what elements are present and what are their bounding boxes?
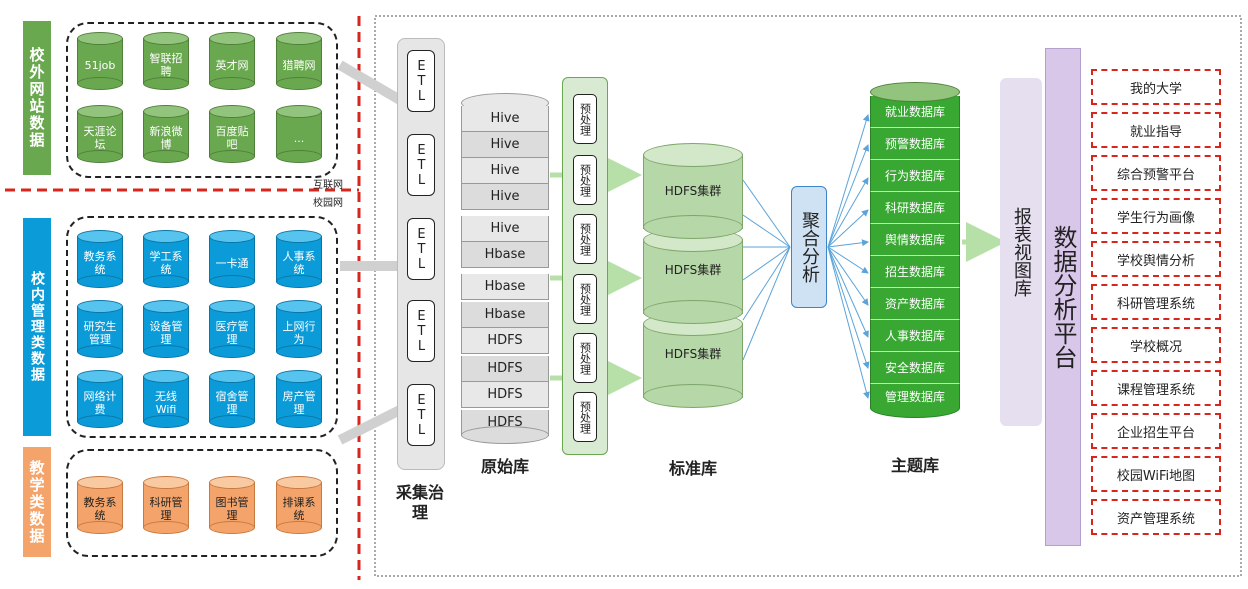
preprocess-box: 预处理 xyxy=(573,155,597,205)
aggregate-analysis: 聚合分析 xyxy=(791,186,827,308)
theme-db: 预警数据库 xyxy=(870,128,960,160)
source-cylinder: 排课系统 xyxy=(276,476,322,534)
theme-db: 管理数据库 xyxy=(870,384,960,408)
category-teaching: 教学类数据 xyxy=(23,447,51,557)
hdfs-cluster: HDFS集群 xyxy=(643,228,743,324)
preprocess-box: 预处理 xyxy=(573,274,597,324)
internal-source-group xyxy=(66,216,338,438)
etl-box: ETL xyxy=(407,50,435,112)
raw-cell: Hive xyxy=(461,158,549,184)
hdfs-cluster: HDFS集群 xyxy=(643,143,743,239)
raw-cell: Hive xyxy=(461,216,549,242)
source-cylinder: 网络计费 xyxy=(77,370,123,428)
raw-cell: HDFS xyxy=(461,356,549,382)
app-item[interactable]: 学生行为画像 xyxy=(1091,198,1221,234)
app-item[interactable]: 资产管理系统 xyxy=(1091,499,1221,535)
source-cylinder: 百度贴吧 xyxy=(209,105,255,163)
app-item[interactable]: 我的大学 xyxy=(1091,69,1221,105)
raw-cell: Hive xyxy=(461,106,549,132)
source-cylinder: 教务系统 xyxy=(77,230,123,288)
category-external: 校外网站数据 xyxy=(23,21,51,175)
source-cylinder: 宿舍管理 xyxy=(209,370,255,428)
theme-db: 安全数据库 xyxy=(870,352,960,384)
preprocess-box: 预处理 xyxy=(573,392,597,442)
stage-collect-label: 采集治理 xyxy=(395,483,444,522)
etl-box: ETL xyxy=(407,218,435,280)
preprocess-box: 预处理 xyxy=(573,333,597,383)
raw-bottom xyxy=(461,426,549,444)
internet-label: 互联网 xyxy=(313,180,343,191)
campus-label: 校园网 xyxy=(313,198,343,209)
raw-cell: Hbase xyxy=(461,242,549,268)
source-cylinder: 智联招聘 xyxy=(143,32,189,90)
raw-cell: Hbase xyxy=(461,302,549,328)
teaching-source-group xyxy=(66,449,338,557)
theme-db: 科研数据库 xyxy=(870,192,960,224)
app-item[interactable]: 学校舆情分析 xyxy=(1091,241,1221,277)
source-cylinder: 医疗管理 xyxy=(209,300,255,358)
app-item[interactable]: 企业招生平台 xyxy=(1091,413,1221,449)
theme-db: 行为数据库 xyxy=(870,160,960,192)
source-cylinder: 研究生管理 xyxy=(77,300,123,358)
external-source-group xyxy=(66,22,338,178)
etl-box: ETL xyxy=(407,134,435,196)
raw-cell: Hive xyxy=(461,132,549,158)
etl-box: ETL xyxy=(407,384,435,446)
app-item[interactable]: 校园WiFi地图 xyxy=(1091,456,1221,492)
source-cylinder: 新浪微博 xyxy=(143,105,189,163)
stage-raw-label: 原始库 xyxy=(480,457,529,476)
source-cylinder: 学工系统 xyxy=(143,230,189,288)
stage-theme-label: 主题库 xyxy=(890,456,939,475)
category-internal: 校内管理类数据 xyxy=(23,218,51,436)
app-item[interactable]: 学校概况 xyxy=(1091,327,1221,363)
theme-top xyxy=(870,82,960,102)
source-cylinder: 英才网 xyxy=(209,32,255,90)
etl-box: ETL xyxy=(407,300,435,362)
source-cylinder: 上网行为 xyxy=(276,300,322,358)
raw-cell: HDFS xyxy=(461,328,549,354)
preprocess-box: 预处理 xyxy=(573,94,597,144)
stage-standard-label: 标准库 xyxy=(668,459,717,478)
hdfs-cluster: HDFS集群 xyxy=(643,312,743,408)
theme-db: 招生数据库 xyxy=(870,256,960,288)
source-cylinder: 人事系统 xyxy=(276,230,322,288)
source-cylinder: 图书管理 xyxy=(209,476,255,534)
app-item[interactable]: 科研管理系统 xyxy=(1091,284,1221,320)
theme-db: 资产数据库 xyxy=(870,288,960,320)
main-frame xyxy=(374,15,1242,577)
source-cylinder: 一卡通 xyxy=(209,230,255,288)
app-item[interactable]: 就业指导 xyxy=(1091,112,1221,148)
source-cylinder: 设备管理 xyxy=(143,300,189,358)
data-analysis-platform: 数据分析平台 xyxy=(1045,48,1081,546)
theme-db: 人事数据库 xyxy=(870,320,960,352)
preprocess-box: 预处理 xyxy=(573,214,597,264)
app-item[interactable]: 综合预警平台 xyxy=(1091,155,1221,191)
source-cylinder: 天涯论坛 xyxy=(77,105,123,163)
report-view-library: 报表视图库 xyxy=(1000,78,1042,426)
source-cylinder: 教务系统 xyxy=(77,476,123,534)
app-item[interactable]: 课程管理系统 xyxy=(1091,370,1221,406)
source-cylinder: 房产管理 xyxy=(276,370,322,428)
source-cylinder: 科研管理 xyxy=(143,476,189,534)
source-cylinder: 猎聘网 xyxy=(276,32,322,90)
source-cylinder: 无线Wifi xyxy=(143,370,189,428)
raw-cell: HDFS xyxy=(461,382,549,408)
theme-db: 舆情数据库 xyxy=(870,224,960,256)
source-cylinder: 51job xyxy=(77,32,123,90)
source-cylinder: ... xyxy=(276,105,322,163)
raw-cell: Hbase xyxy=(461,274,549,300)
raw-cell: Hive xyxy=(461,184,549,210)
